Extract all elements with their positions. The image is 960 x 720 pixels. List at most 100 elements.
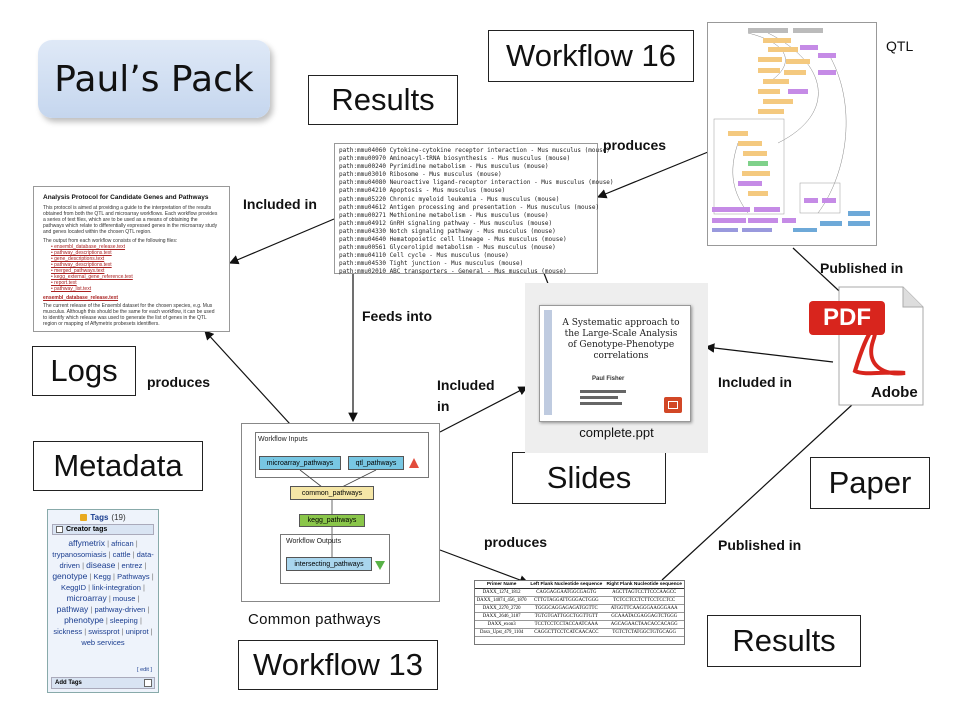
slides-ppt-thumbnail: A Systematic approach to the Large-Scale… — [525, 283, 708, 453]
tag-separator: | — [103, 616, 110, 625]
tag-separator: | — [140, 583, 145, 592]
log-file-link[interactable]: • ensembl_database_release.text — [51, 244, 126, 250]
arrow-workflow13-to-primers — [439, 549, 530, 585]
label-results-bottom: Results — [707, 615, 861, 667]
tag-separator: | — [115, 561, 122, 570]
results-list-item: path:mmu04612 Antigen processing and pre… — [339, 203, 600, 211]
tags-edit-link[interactable]: [ edit ] — [137, 667, 152, 673]
log-file-link[interactable]: • kegg_external_gene_reference.text — [51, 274, 133, 280]
arrow-results-to-logs — [228, 218, 335, 265]
tag-link[interactable]: trypanosomiasis — [52, 550, 107, 559]
results-list-item: path:mmu04912 GnRH signaling pathway - M… — [339, 219, 553, 227]
log-file-link[interactable]: • pathway_list.text — [51, 286, 92, 292]
tag-icon — [80, 514, 88, 521]
results-pathway-list: path:mmu04060 Cytokine-cytokine receptor… — [334, 143, 614, 275]
results-list-item: path:mmu04640 Hematopoietic cell lineage… — [339, 236, 567, 244]
tag-separator: | — [149, 572, 154, 581]
workflow-inputs-title: Workflow Inputs — [258, 436, 308, 443]
tag-separator: | — [142, 561, 147, 570]
log-file-link[interactable]: • pathway_descriptions.text — [51, 250, 112, 256]
tag-link[interactable]: entrez — [121, 561, 143, 570]
log-link[interactable]: ensembl_database_release.text — [43, 295, 119, 301]
table-header-cell: Left Flank Nucleotide sequence — [528, 581, 605, 589]
results-list-item: path:mmu00561 Glycerolipid metabolism - … — [339, 244, 556, 252]
log-heading: Analysis Protocol for Candidate Genes an… — [43, 194, 209, 201]
input-port-icon — [409, 458, 419, 468]
tag-link[interactable]: link-integration — [92, 583, 141, 592]
tag-link[interactable]: microarray — [66, 593, 107, 603]
caption-common-pathways: Common pathways — [248, 611, 381, 628]
wf-input-qtl-pathways: qtl_pathways — [348, 456, 404, 470]
tag-link[interactable]: cattle — [112, 550, 131, 559]
tag-link[interactable]: phenotype — [64, 615, 104, 625]
expand-icon[interactable] — [144, 679, 152, 687]
add-tags-label[interactable]: Add Tags — [55, 680, 82, 686]
label-workflow16: Workflow 16 — [488, 30, 694, 82]
results-list-item: path:mmu05220 Chronic myeloid leukemia -… — [339, 195, 560, 203]
tag-link[interactable]: affymetrix — [68, 538, 105, 548]
tag-link[interactable]: Pathways — [117, 572, 150, 581]
tag-separator: | — [79, 561, 87, 570]
arrow-primers-to-pdf — [661, 391, 867, 581]
table-cell: ATGGTTCAAGGGAAGGGAAA — [604, 604, 684, 613]
table-cell: GCAAATACGAGGAGTCTGGG — [604, 612, 684, 621]
tag-link[interactable]: KeggID — [61, 583, 87, 592]
caption-qtl: QTL — [886, 38, 914, 54]
table-header-cell: Primer Name — [475, 581, 529, 589]
pdf-document-icon: PDF Adobe — [795, 281, 927, 411]
arrow-workflow13-to-slides — [439, 386, 529, 433]
results-list-item: path:mmu00240 Pyrimidine metabolism - Mu… — [339, 163, 549, 171]
results-list-item: path:mmu00271 Methionine metabolism - Mu… — [339, 211, 549, 219]
log-file-link[interactable]: • merged_pathways.text — [51, 268, 105, 274]
tag-link[interactable]: disease — [86, 560, 116, 570]
pdf-label: PDF — [809, 301, 885, 335]
label-results-top: Results — [308, 75, 458, 125]
edge-label-feeds-into: Feeds into — [362, 308, 433, 324]
tag-separator: | — [106, 594, 113, 603]
tag-link[interactable]: genotype — [52, 571, 88, 581]
slide-title: A Systematic approach to the Large-Scale… — [562, 318, 680, 361]
edge-label-produces: produces — [147, 374, 211, 390]
tag-link[interactable]: Kegg — [93, 572, 111, 581]
table-cell: AGCAGAACTAACACCACAGG — [604, 620, 684, 629]
results-list-item: path:mmu04060 Cytokine-cytokine receptor… — [339, 147, 610, 154]
table-header-cell: Right Flank Nucleotide sequence — [604, 581, 684, 589]
log-file-link[interactable]: • pathway_descriptions.text — [51, 262, 112, 268]
page-title: Paul’s Pack — [38, 40, 270, 118]
table-cell: DAXX_exon3 — [475, 620, 529, 629]
tag-separator: | — [106, 550, 113, 559]
label-metadata: Metadata — [33, 441, 203, 491]
tag-link[interactable]: pathway-driven — [94, 605, 146, 614]
results-list-item: path:mmu04080 Neuroactive ligand-recepto… — [339, 179, 614, 187]
table-cell: TGTCTCTATGGCTGTGCAGG — [604, 628, 684, 637]
collapse-icon[interactable] — [56, 526, 63, 533]
log-file-link[interactable]: • gene_descriptions.text — [51, 256, 105, 262]
table-cell: CAGGAGGAATGGCGAGTG — [528, 588, 605, 597]
table-cell: TCCTCCTCCTACCAATCAAA — [528, 620, 605, 629]
tag-separator: | — [133, 539, 138, 548]
tag-link[interactable]: swissprot — [88, 627, 120, 636]
table-cell: CTTGTAGGATTGGGACTGGG — [528, 596, 605, 605]
tag-link[interactable]: pathway — [56, 604, 89, 614]
tag-link[interactable]: data-driven — [59, 550, 154, 570]
log-paragraph: The current release of the Ensembl datas… — [43, 303, 215, 327]
table-cell: DAXX_2270_2720 — [475, 604, 529, 613]
tag-link[interactable]: african — [111, 539, 134, 548]
tags-count: (19) — [111, 513, 126, 522]
tag-link[interactable]: web services — [81, 638, 125, 647]
log-file-link[interactable]: • report.text — [51, 280, 77, 286]
tag-link[interactable]: sleeping — [109, 616, 138, 625]
arrow-workflow13-to-logs — [204, 330, 291, 425]
label-workflow13: Workflow 13 — [238, 640, 438, 690]
table-cell: CAGGCTTCCTCATCAACACC — [528, 628, 605, 637]
edge-label-produces: produces — [603, 137, 667, 153]
tag-separator: | — [145, 605, 150, 614]
tag-link[interactable]: uniprot — [125, 627, 149, 636]
results-list-item: path:mmu04330 Notch signaling pathway - … — [339, 227, 556, 235]
tag-link[interactable]: sickness — [53, 627, 83, 636]
tag-link[interactable]: mouse — [112, 594, 136, 603]
workflow16-diagram-thumbnail — [707, 22, 877, 246]
